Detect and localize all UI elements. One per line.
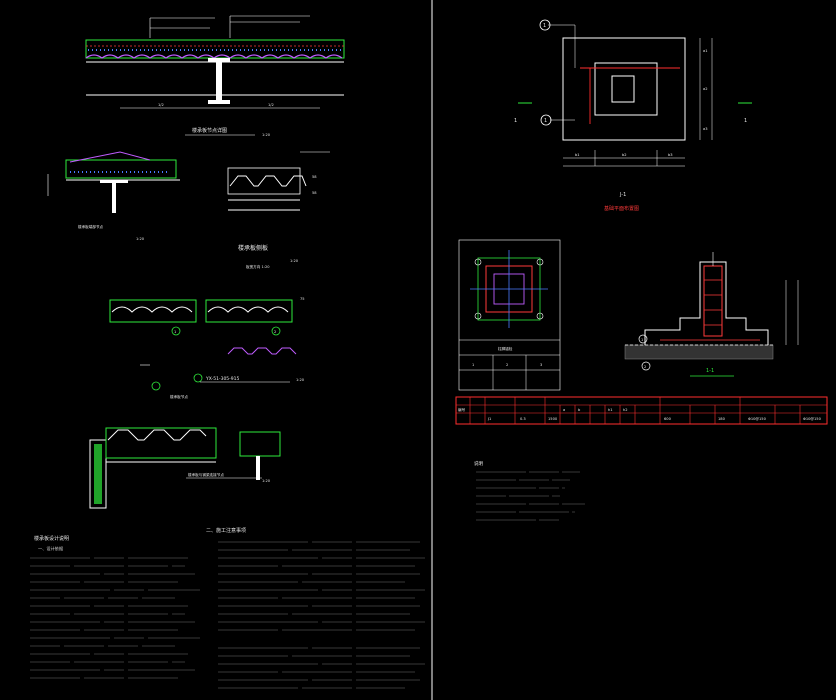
svg-text:1: 1 bbox=[641, 338, 643, 342]
svg-text:b: b bbox=[578, 408, 581, 412]
svg-text:楼承板侧板: 楼承板侧板 bbox=[238, 244, 268, 252]
svg-text:1/2: 1/2 bbox=[268, 103, 274, 107]
svg-text:1: 1 bbox=[544, 118, 547, 124]
svg-text:0.3: 0.3 bbox=[520, 417, 526, 421]
svg-text:Φ10@150: Φ10@150 bbox=[803, 417, 822, 421]
svg-text:1: 1 bbox=[744, 118, 747, 124]
svg-text:h2: h2 bbox=[623, 408, 628, 412]
svg-text:h1: h1 bbox=[608, 408, 613, 412]
svg-text:说明: 说明 bbox=[474, 460, 483, 467]
svg-text:1: 1 bbox=[174, 330, 176, 334]
svg-text:a2: a2 bbox=[703, 87, 708, 91]
svg-text:1:20: 1:20 bbox=[290, 259, 299, 263]
svg-text:1: 1 bbox=[543, 23, 546, 29]
svg-text:J-1: J-1 bbox=[619, 192, 626, 198]
svg-text:2: 2 bbox=[506, 363, 508, 367]
svg-text:3: 3 bbox=[540, 363, 542, 367]
svg-text:b1: b1 bbox=[575, 153, 580, 157]
svg-text:二、施工注意事项: 二、施工注意事项 bbox=[206, 527, 246, 534]
svg-text:楼承板设计说明: 楼承板设计说明 bbox=[34, 535, 69, 542]
svg-text:一、设计依据: 一、设计依据 bbox=[38, 545, 63, 552]
svg-text:a1: a1 bbox=[703, 49, 708, 53]
svg-text:a3: a3 bbox=[703, 127, 708, 131]
middle-notes: 二、施工注意事项 bbox=[206, 527, 425, 689]
svg-text:1: 1 bbox=[472, 363, 474, 367]
svg-text:600: 600 bbox=[664, 417, 672, 421]
svg-text:J1: J1 bbox=[487, 417, 491, 421]
svg-text:1:20: 1:20 bbox=[262, 133, 271, 137]
svg-text:Φ10@150: Φ10@150 bbox=[748, 417, 767, 421]
column-plan-small: 柱脚锚栓 1 2 3 bbox=[458, 239, 561, 391]
deck-rib-section: 58 58 楼承板侧板 板宽方向 1:20 1:20 bbox=[227, 151, 330, 269]
svg-text:58: 58 bbox=[312, 191, 317, 195]
right-notes: 说明 bbox=[474, 460, 585, 521]
column-beam-joint: 楼承板与钢梁连接节点 1:20 bbox=[89, 427, 281, 509]
svg-text:YX-51-305-915: YX-51-305-915 bbox=[205, 376, 240, 382]
svg-text:楼承板节点: 楼承板节点 bbox=[170, 394, 188, 399]
foundation-section: 1 2 1-1 bbox=[624, 252, 799, 377]
svg-text:基础平面布置图: 基础平面布置图 bbox=[604, 205, 639, 212]
svg-text:楼承板与钢梁连接节点: 楼承板与钢梁连接节点 bbox=[188, 472, 224, 477]
svg-text:a: a bbox=[563, 408, 565, 412]
deck-beam-title: 楼承板节点详图 1:20 bbox=[185, 127, 271, 137]
svg-text:1: 1 bbox=[514, 118, 517, 124]
foundation-plan: 1 1 1 1 b1 b2 b3 a1 a2 a3 J-1 基础平面布置图 bbox=[514, 19, 752, 212]
svg-text:b2: b2 bbox=[622, 153, 627, 157]
svg-text:2: 2 bbox=[644, 365, 646, 369]
deck-beam-section: 1/2 1/2 bbox=[85, 15, 345, 109]
left-notes: 楼承板设计说明 一、设计依据 bbox=[30, 535, 200, 679]
foundation-schedule-table: 编号 a b h1 h2 J1 0.3 1500 600 180 Φ10@150… bbox=[455, 396, 828, 425]
svg-text:楼承板节点详图: 楼承板节点详图 bbox=[192, 127, 227, 134]
svg-text:1:20: 1:20 bbox=[136, 237, 145, 241]
profile-sheet-detail: YX-51-305-915 1:20 楼承板节点 bbox=[140, 347, 305, 399]
slab-end-detail: 楼承板端部节点 1:20 bbox=[47, 151, 180, 241]
svg-text:1500: 1500 bbox=[548, 417, 558, 421]
svg-text:楼承板端部节点: 楼承板端部节点 bbox=[78, 224, 104, 229]
svg-text:58: 58 bbox=[312, 175, 317, 179]
svg-text:1-1: 1-1 bbox=[706, 368, 714, 374]
svg-text:180: 180 bbox=[718, 417, 726, 421]
svg-text:柱脚锚栓: 柱脚锚栓 bbox=[498, 346, 513, 351]
svg-text:板宽方向 1:20: 板宽方向 1:20 bbox=[246, 264, 270, 269]
svg-text:b3: b3 bbox=[668, 153, 673, 157]
svg-text:1:20: 1:20 bbox=[296, 378, 305, 382]
svg-text:75: 75 bbox=[300, 297, 305, 301]
svg-text:编号: 编号 bbox=[458, 407, 466, 412]
svg-text:1/2: 1/2 bbox=[158, 103, 164, 107]
svg-text:2: 2 bbox=[274, 330, 276, 334]
svg-text:1:20: 1:20 bbox=[262, 479, 271, 483]
rib-details-pair: 1 2 75 bbox=[109, 297, 305, 336]
